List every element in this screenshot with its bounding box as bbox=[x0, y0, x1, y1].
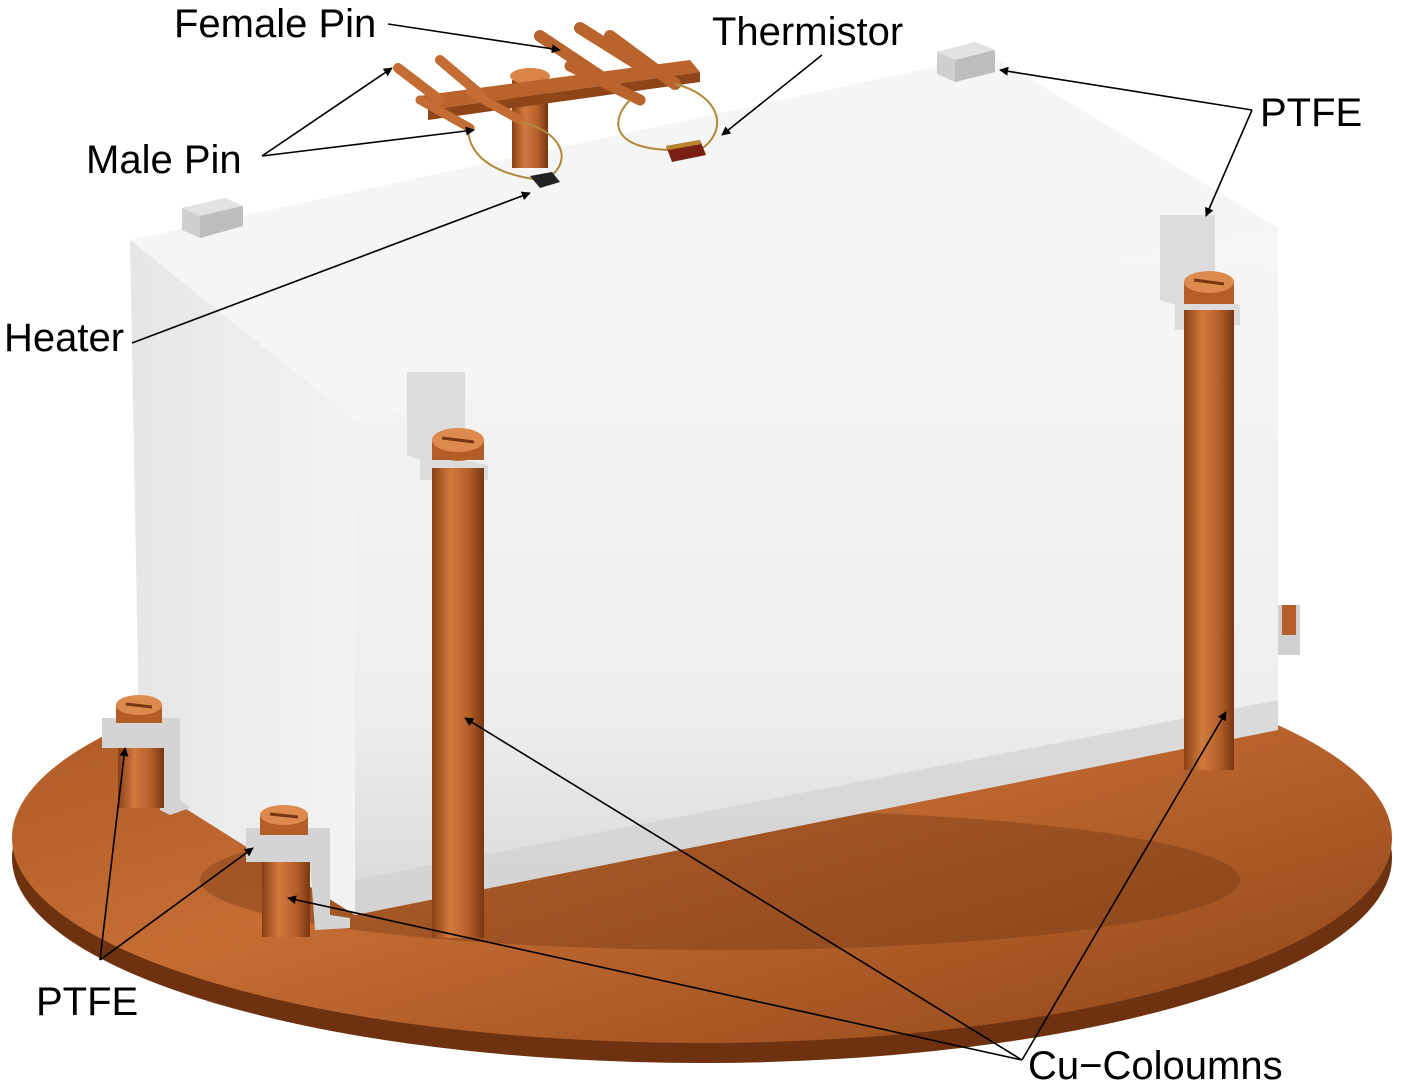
thermistor-chip bbox=[666, 140, 706, 162]
arrow-ptfe-top-2 bbox=[1205, 109, 1253, 217]
heater-chip bbox=[530, 172, 560, 188]
label-cu-columns: Cu−Coloumns bbox=[1028, 1044, 1283, 1088]
label-ptfe-top: PTFE bbox=[1260, 91, 1363, 135]
label-ptfe-bottom: PTFE bbox=[36, 980, 139, 1024]
arrow-heater bbox=[131, 191, 531, 344]
ptfe-bracket-bottom-left-2 bbox=[246, 828, 350, 930]
cu-column-bottom-left-1 bbox=[102, 695, 190, 815]
box-front-face bbox=[355, 228, 1278, 915]
arrow-ptfe-top-1 bbox=[999, 66, 1253, 111]
cu-column-bottom-left-2 bbox=[246, 805, 350, 937]
annotation-arrows bbox=[99, 23, 1253, 1061]
male-pins bbox=[393, 55, 525, 133]
arrow-cu-column-1 bbox=[287, 895, 1023, 1061]
label-male-pin: Male Pin bbox=[86, 138, 242, 182]
arrow-male-pin-2 bbox=[261, 126, 475, 157]
cu-column-front bbox=[407, 372, 488, 938]
arrow-ptfe-bottom-1 bbox=[99, 747, 129, 961]
label-heater: Heater bbox=[4, 316, 125, 360]
arrow-male-pin-1 bbox=[261, 67, 393, 157]
ptfe-block-right bbox=[937, 42, 995, 82]
arrow-female-pin bbox=[387, 23, 561, 54]
ptfe-bracket-back-right bbox=[1278, 605, 1300, 655]
ptfe-bracket-bottom-left-1 bbox=[102, 718, 190, 815]
ptfe-block-left bbox=[182, 198, 243, 238]
arrow-thermistor bbox=[721, 54, 823, 136]
label-female-pin: Female Pin bbox=[174, 2, 377, 46]
arrow-ptfe-bottom-2 bbox=[99, 847, 254, 961]
arrow-cu-column-3 bbox=[1021, 711, 1227, 1061]
box-left-face bbox=[130, 240, 355, 915]
white-box bbox=[130, 55, 1278, 915]
wires bbox=[467, 83, 719, 181]
arrow-cu-column-2 bbox=[464, 717, 1023, 1061]
cu-column-right bbox=[1160, 215, 1240, 770]
ptfe-blocks-top bbox=[182, 42, 995, 238]
ptfe-bracket-front bbox=[407, 372, 488, 480]
connector-assembly bbox=[393, 22, 719, 181]
label-thermistor: Thermistor bbox=[712, 10, 904, 54]
box-top-face bbox=[130, 55, 1278, 420]
female-pins bbox=[534, 22, 681, 106]
